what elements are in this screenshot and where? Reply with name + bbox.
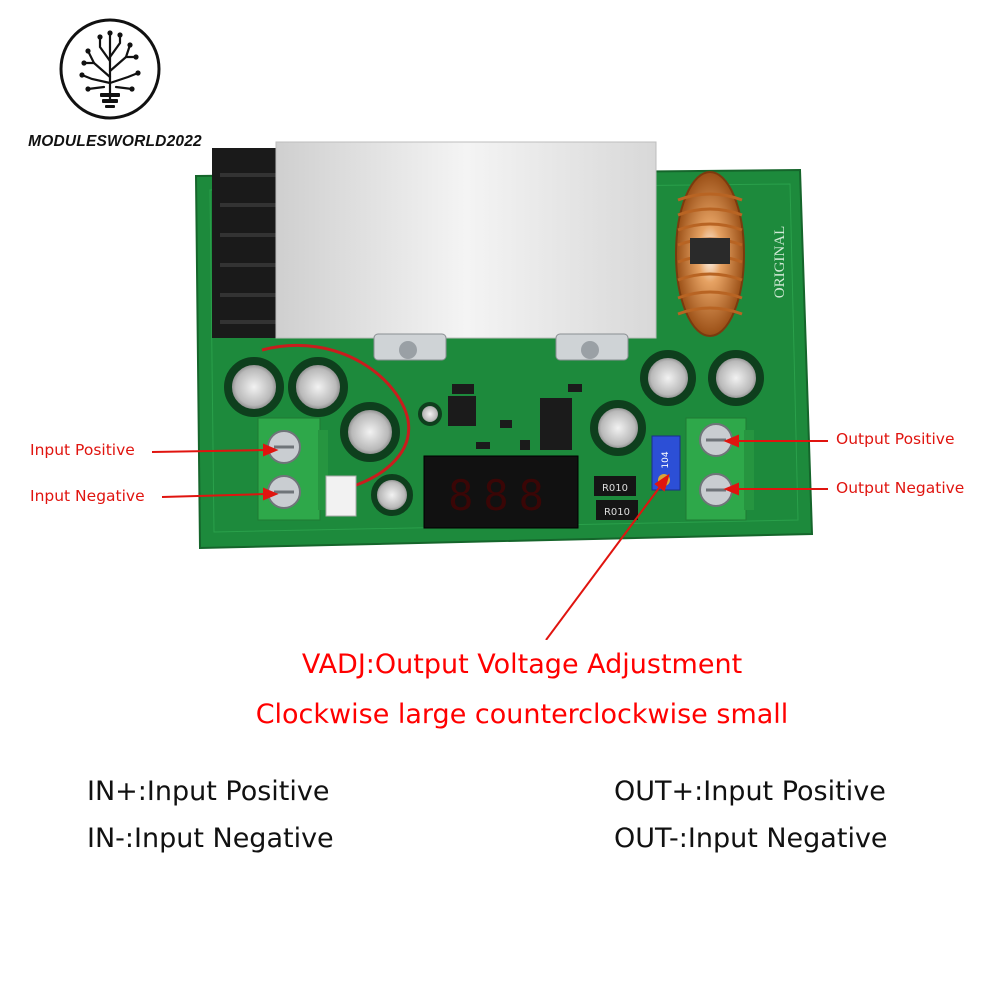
callout-input-positive: Input Positive (30, 441, 135, 459)
callout-arrows (151, 434, 828, 640)
tree-circuit-bulb-logo-icon (59, 18, 161, 120)
pot-code: 104 (661, 451, 671, 468)
resistor-top-label: R010 (602, 483, 628, 494)
callout-input-negative: Input Negative (30, 487, 145, 505)
callout-output-positive: Output Positive (836, 430, 955, 448)
vadj-direction-note: Clockwise large counterclockwise small (255, 699, 789, 730)
input-terminal-block (257, 417, 357, 521)
mosfet-clamps (373, 333, 629, 361)
brand-name: MODULESWORLD2022 (28, 133, 202, 150)
output-terminal-block (685, 417, 754, 521)
legend-out-negative: OUT-:Input Negative (614, 823, 888, 854)
toroid-inductor (675, 171, 745, 337)
legend-out-positive: OUT+:Input Positive (614, 776, 886, 807)
heatsink (275, 141, 657, 339)
vadj-headline: VADJ:Output Voltage Adjustment (301, 649, 743, 680)
fan (212, 148, 284, 338)
capacitors (224, 350, 764, 516)
callout-output-negative: Output Negative (836, 479, 965, 497)
legend-in-positive: IN+:Input Positive (87, 776, 330, 807)
led-display: 888 (423, 455, 579, 529)
display-digits: 888 (448, 471, 554, 520)
resistor-bottom-label: R010 (604, 507, 630, 518)
silkscreen-original: ORIGINAL (772, 226, 788, 299)
fan-wire (261, 344, 411, 492)
ic-chips (448, 384, 582, 450)
shunt-resistors: R010 R010 (594, 476, 638, 520)
buck-converter-board: ORIGINAL 888 R010 R010 104 (151, 141, 828, 640)
legend-in-negative: IN-:Input Negative (87, 823, 334, 854)
